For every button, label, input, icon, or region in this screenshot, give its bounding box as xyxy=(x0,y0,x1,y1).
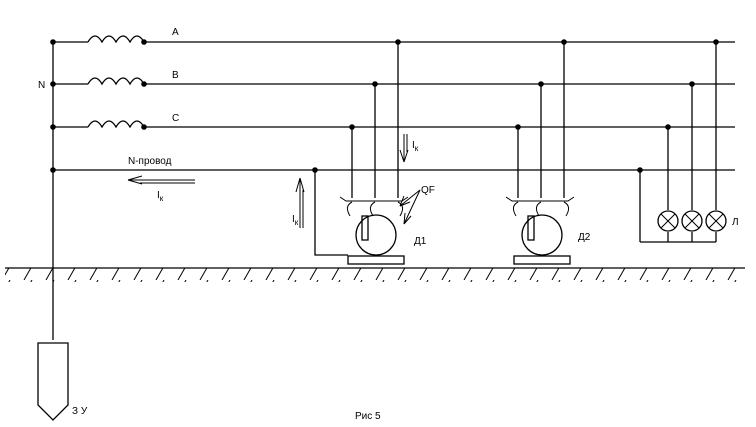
ground-surface xyxy=(5,267,745,282)
fault-current-arrow-neutral xyxy=(127,175,195,185)
motor-d1-body xyxy=(355,214,397,256)
grounding-device xyxy=(37,342,69,421)
phase-a-coil xyxy=(87,35,145,44)
lamp-3 xyxy=(705,210,727,232)
motor-d1-label: Д1 xyxy=(414,236,427,247)
phase-b-coil xyxy=(87,77,145,86)
neutral-label: N xyxy=(38,80,45,91)
fault-current-arrow-feed xyxy=(399,134,409,163)
phase-c-coil xyxy=(87,120,145,129)
phase-b-label: B xyxy=(172,70,179,81)
motor-d1 xyxy=(312,39,409,265)
figure-caption: Рис 5 xyxy=(355,411,381,422)
lamps-label: Л xyxy=(732,217,739,228)
fault-current-arrow-d1 xyxy=(295,177,305,228)
lamp-2 xyxy=(681,210,703,232)
fault-current-label-2: Iк xyxy=(292,214,299,227)
grounding-device-label: З У xyxy=(72,406,88,417)
breaker-qf-label: QF xyxy=(421,185,435,196)
phase-b-line xyxy=(53,77,735,86)
neutral-wire-label: N-провод xyxy=(128,156,172,167)
breaker-qf-pointer xyxy=(399,189,421,225)
fault-current-label-3: Iк xyxy=(412,140,419,153)
phase-c-line xyxy=(53,120,735,129)
fault-current-label-1: Iк xyxy=(157,190,164,203)
lamps-group xyxy=(637,39,727,243)
phase-c-label: C xyxy=(172,113,179,124)
motor-d2-base xyxy=(513,255,571,265)
phase-a-label: A xyxy=(172,27,179,38)
motor-d2 xyxy=(505,39,575,265)
motor-d2-body xyxy=(521,214,563,256)
motor-d2-label: Д2 xyxy=(578,232,591,243)
motor-d1-base xyxy=(347,255,405,265)
phase-a-line xyxy=(53,35,735,44)
lamp-1 xyxy=(657,210,679,232)
